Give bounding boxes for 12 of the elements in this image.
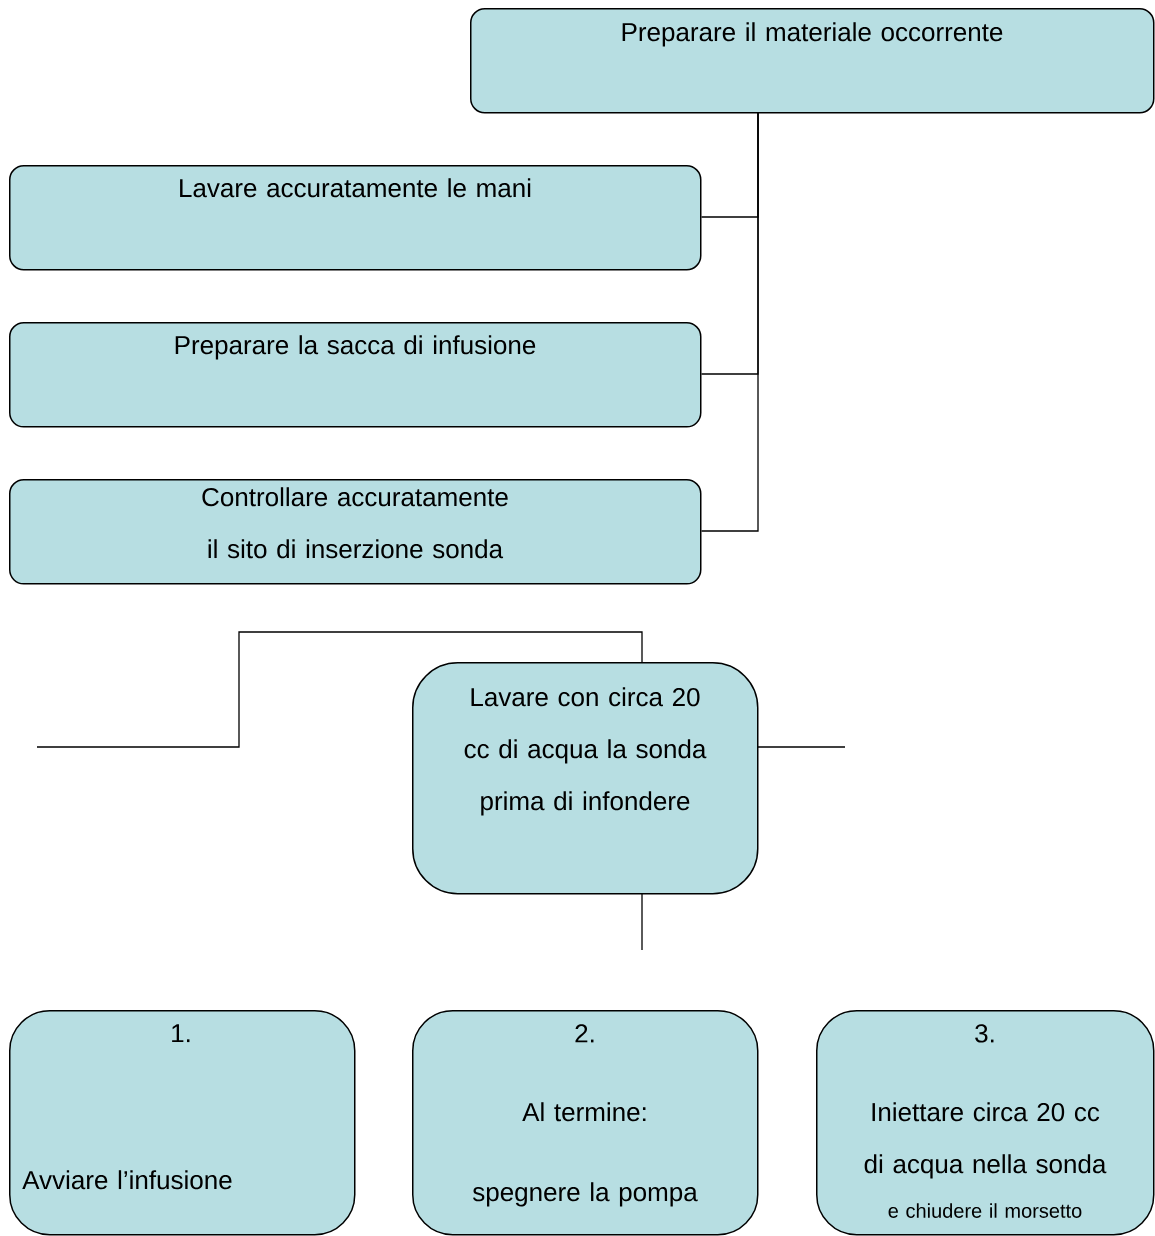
process-box: Preparare la sacca di infusione bbox=[9, 322, 702, 428]
process-box: 1. Avviare l’infusione bbox=[9, 1010, 356, 1236]
connector-line bbox=[36, 631, 643, 748]
connector-line bbox=[756, 746, 846, 748]
process-box: 2. Al termine: spegnere la pompa bbox=[412, 1010, 759, 1236]
connector-line bbox=[700, 111, 759, 532]
process-box: 3. Iniettare circa 20 cc di acqua nella sonda e chiudere il morsetto bbox=[816, 1010, 1155, 1236]
process-box: Preparare il materiale occorrente bbox=[470, 8, 1155, 114]
process-box: Lavare con circa 20 cc di acqua la sonda prima di infondere bbox=[412, 662, 759, 895]
connector-line bbox=[641, 892, 643, 951]
process-box: Controllare accuratamente il sito di inserzione sonda bbox=[9, 479, 702, 585]
process-box: Lavare accuratamente le mani bbox=[9, 165, 702, 271]
